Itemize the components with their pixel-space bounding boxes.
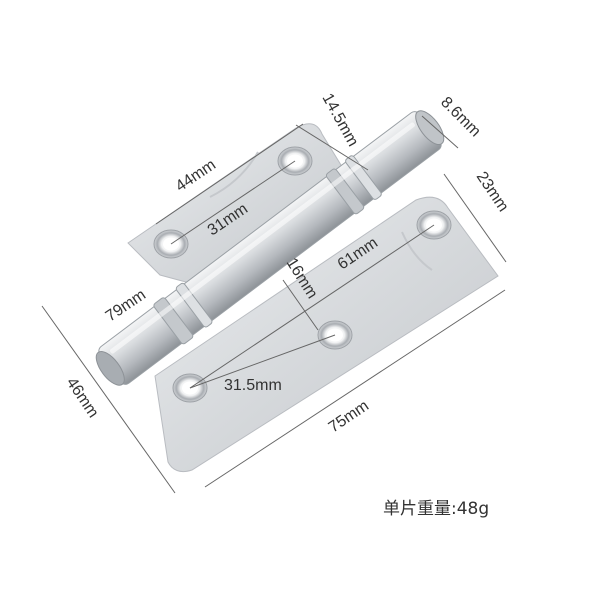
lower-leaf-fold: [401, 231, 433, 271]
hinge-pin: [95, 110, 445, 386]
dimension-lines: [41, 115, 507, 494]
dim-pin-diameter: 8.6mm: [437, 94, 484, 141]
dim-right-width: 23mm: [473, 169, 512, 215]
weight-label: 单片重量:48g: [383, 499, 490, 519]
dim-bottom-hole-spacing: 31.5mm: [224, 377, 282, 394]
